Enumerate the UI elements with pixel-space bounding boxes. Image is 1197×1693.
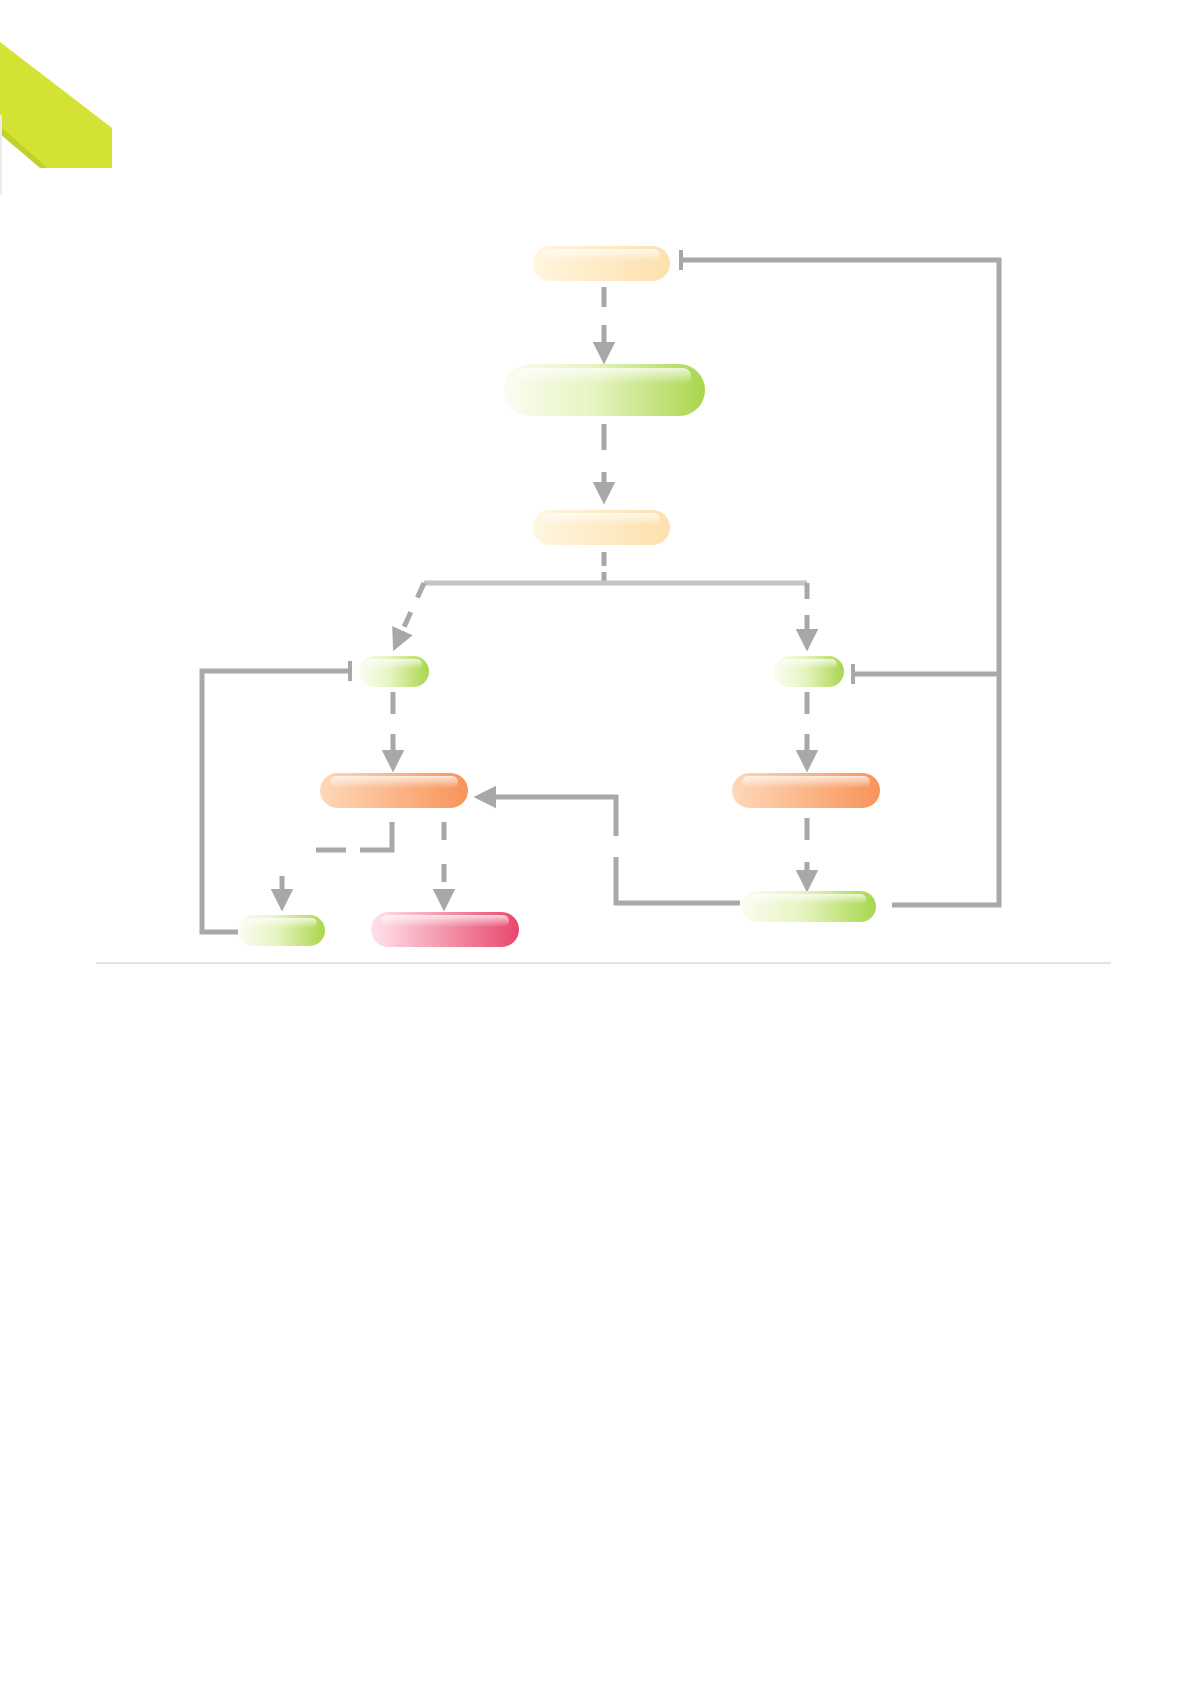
- node-right-orange-shine: [742, 776, 870, 788]
- node-mid-shine: [543, 513, 660, 525]
- accent-shape-face: [0, 42, 112, 168]
- node-center-shine: [518, 368, 691, 384]
- node-bottom-red: [371, 912, 519, 947]
- node-top: [533, 246, 670, 281]
- node-top-shine: [543, 249, 660, 261]
- node-mid: [533, 510, 670, 545]
- node-right-small-shine: [781, 659, 837, 669]
- node-bottom-red-shine: [381, 915, 509, 927]
- node-bottom-left-green: [238, 915, 325, 946]
- node-left-orange: [320, 773, 468, 808]
- accent-shape-shadow: [0, 126, 48, 168]
- edge-bottom-right-green-to-left-orange-head: [473, 785, 619, 836]
- node-left-small-shine: [366, 659, 422, 669]
- node-left-small: [359, 656, 429, 687]
- node-bottom-left-green-shine: [246, 918, 317, 928]
- node-bottom-right-green-shine: [751, 894, 866, 904]
- edge-bottom-right-green-to-left-orange: [613, 857, 740, 906]
- node-right-small: [774, 656, 844, 687]
- inhibition-bars: [348, 250, 855, 684]
- edge-feedback-right-rail: [681, 257, 1002, 908]
- corner-accent-shape: [0, 42, 112, 195]
- node-right-orange: [732, 773, 880, 808]
- node-center: [504, 364, 705, 416]
- edge-bottom-left-green-to-left-small: [199, 668, 350, 935]
- node-left-orange-shine: [330, 776, 458, 788]
- edge-mid-to-left-small: [392, 581, 427, 652]
- edge-left-orange-to-bottom-left-green: [270, 822, 395, 912]
- connectors: [199, 257, 1002, 935]
- node-bottom-right-green: [741, 891, 876, 922]
